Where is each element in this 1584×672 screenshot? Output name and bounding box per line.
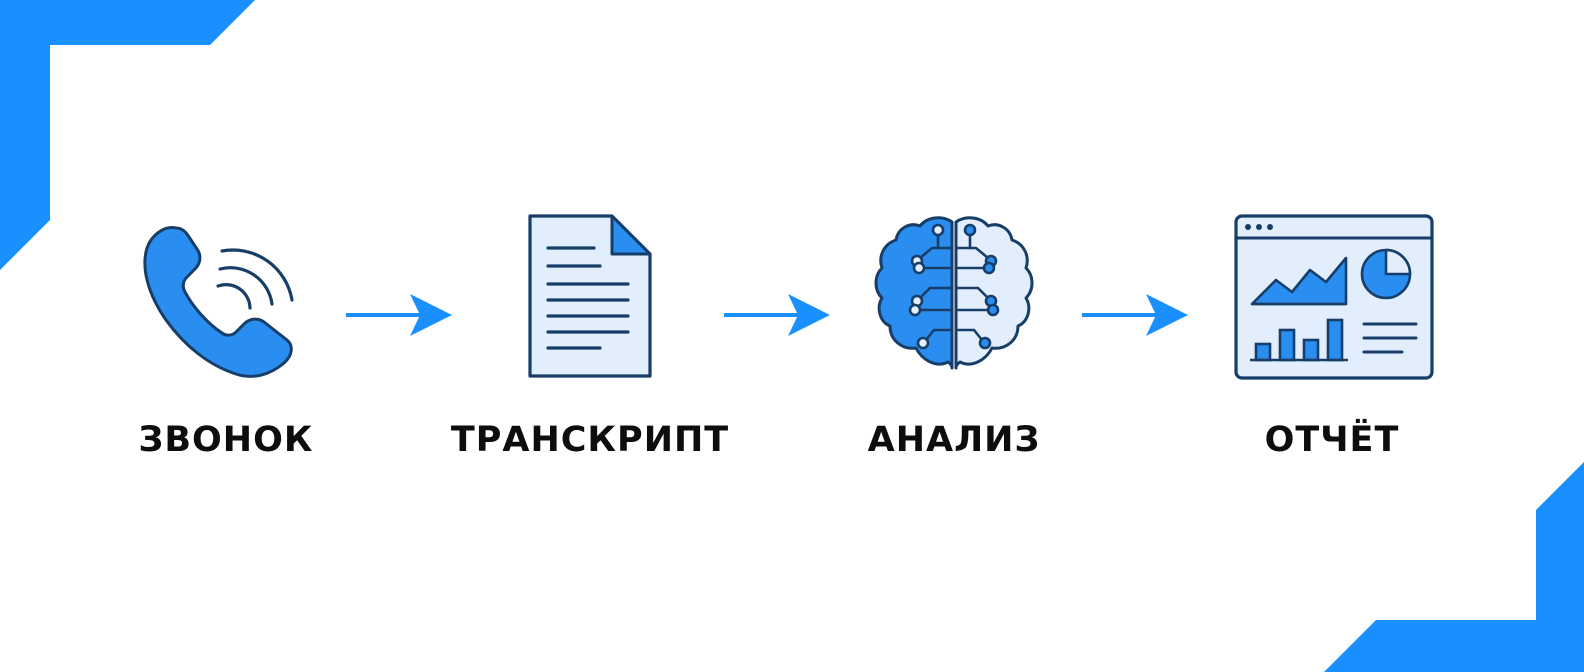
corner-decoration-top-left xyxy=(0,0,255,270)
phone-call-icon xyxy=(143,226,294,378)
step-label-analysis: АНАЛИЗ xyxy=(867,420,1041,460)
step-label-transcript: ТРАНСКРИПТ xyxy=(450,420,730,460)
flow-arrow-3 xyxy=(1082,294,1188,336)
corner-decoration-bottom-right xyxy=(1324,462,1584,672)
document-icon xyxy=(528,214,652,378)
step-label-call: ЗВОНОК xyxy=(138,420,314,460)
flow-arrow-1 xyxy=(346,294,452,336)
dashboard-report-icon xyxy=(1234,214,1434,380)
step-label-report: ОТЧЁТ xyxy=(1264,420,1400,460)
brain-icon xyxy=(874,216,1034,370)
flow-arrow-2 xyxy=(724,294,830,336)
